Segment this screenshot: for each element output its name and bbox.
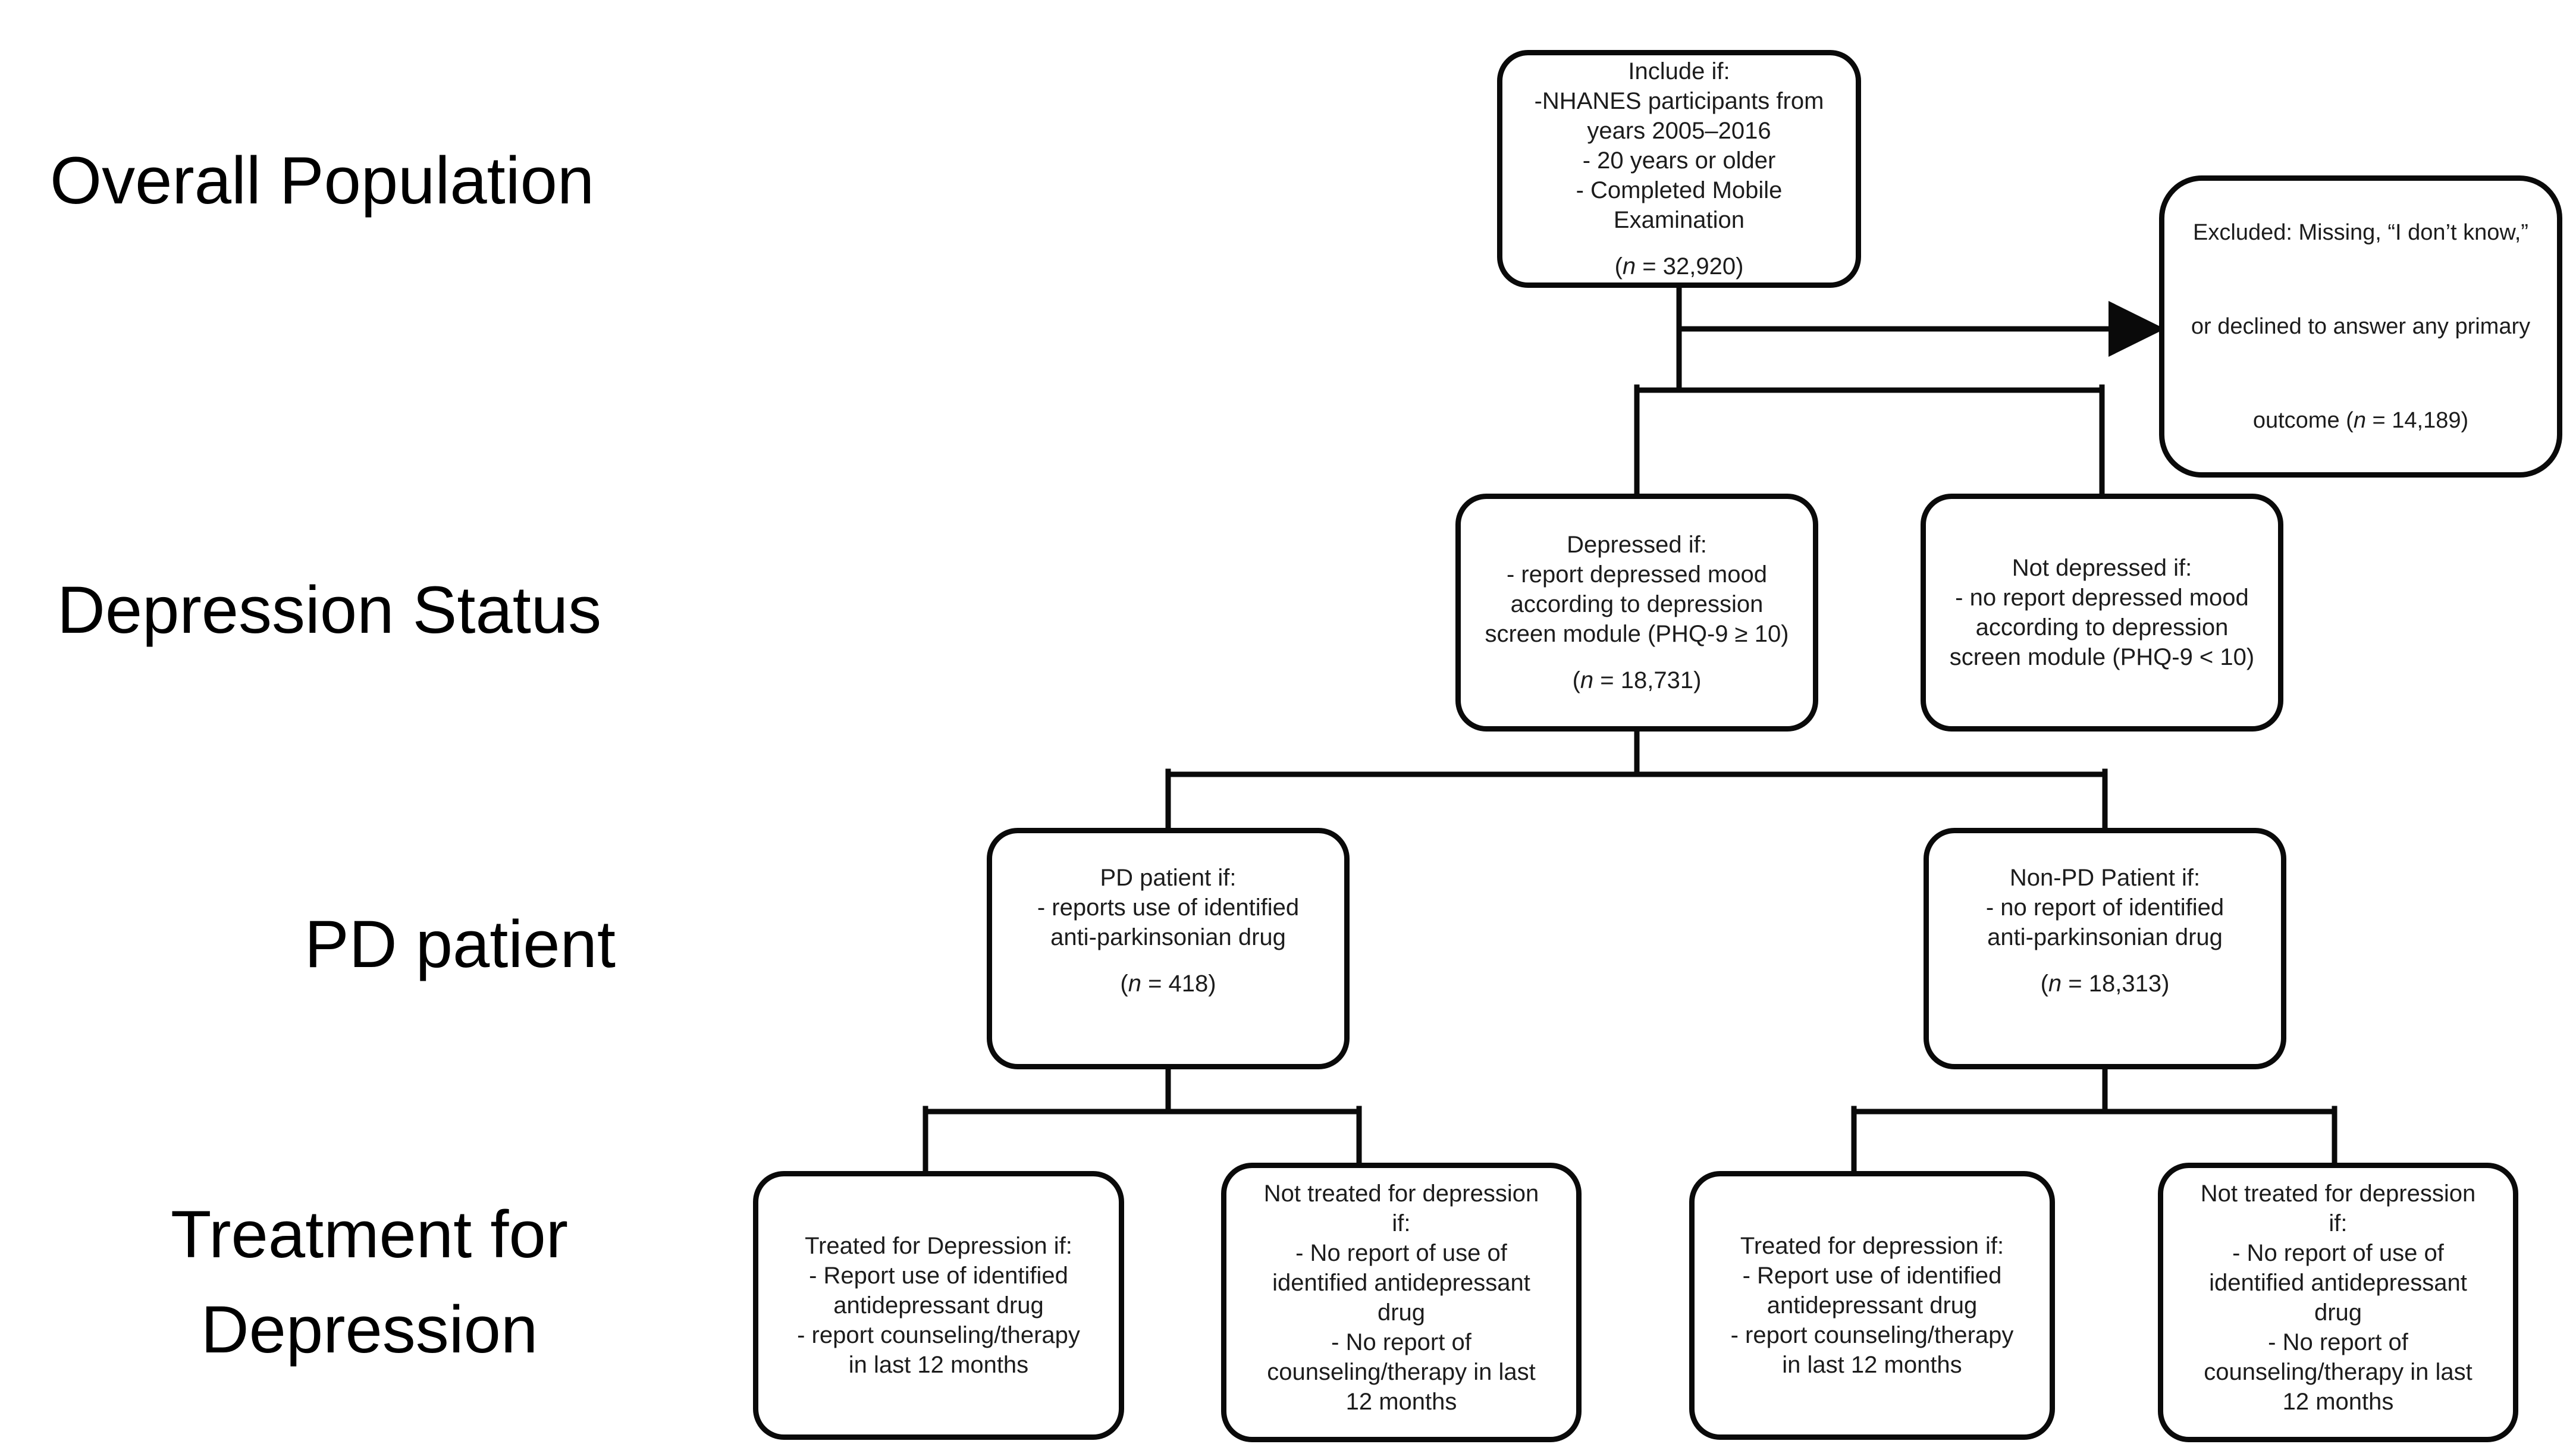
not-treated-for-depression-non-pd-text: Not treated for depression if: - No repo…: [2200, 1181, 2476, 1415]
treated-for-depression-pd-box: Treated for Depression if: - Report use …: [753, 1171, 1124, 1440]
treated-for-depression-pd-text: Treated for Depression if: - Report use …: [797, 1233, 1080, 1378]
non-pd-patient-box: Non-PD Patient if: - no report of identi…: [1924, 828, 2286, 1069]
excluded-text: Excluded: Missing, “I don’t know,” or de…: [2191, 220, 2531, 433]
treated-for-depression-non-pd-text: Treated for depression if: - Report use …: [1730, 1233, 2014, 1378]
depressed-box: Depressed if: - report depressed mood ac…: [1455, 494, 1818, 732]
excluded-box: Excluded: Missing, “I don’t know,” or de…: [2159, 175, 2562, 478]
not-depressed-box: Not depressed if: - no report depressed …: [1921, 494, 2283, 732]
include-n-count: (n = 32,920): [1614, 253, 1744, 280]
pd-patient-box: PD patient if: - reports use of identifi…: [987, 828, 1350, 1069]
pd-patient-n-count: (n = 418): [1120, 970, 1216, 997]
not-treated-for-depression-pd-box: Not treated for depression if: - No repo…: [1221, 1163, 1582, 1442]
not-treated-for-depression-pd-text: Not treated for depression if: - No repo…: [1263, 1181, 1539, 1415]
depressed-n-count: (n = 18,731): [1572, 667, 1702, 693]
include-criteria-box: Include if: -NHANES participants from ye…: [1497, 50, 1861, 288]
row-label-depression-status: Depression Status: [57, 573, 602, 647]
non-pd-patient-n-count: (n = 18,313): [2040, 970, 2170, 997]
not-depressed-text: Not depressed if: - no report depressed …: [1949, 555, 2255, 670]
not-treated-for-depression-non-pd-box: Not treated for depression if: - No repo…: [2158, 1163, 2518, 1442]
non-pd-patient-text: Non-PD Patient if: - no report of identi…: [1985, 864, 2224, 950]
include-criteria-text: Include if: -NHANES participants from ye…: [1534, 58, 1824, 233]
row-label-treatment-for-depression: Treatment for Depression: [170, 1197, 569, 1367]
depressed-text: Depressed if: - report depressed mood ac…: [1485, 532, 1789, 647]
arrowhead-to-excluded: [2109, 301, 2165, 357]
row-label-pd-patient: PD patient: [305, 907, 616, 981]
pd-patient-text: PD patient if: - reports use of identifi…: [1037, 864, 1300, 950]
treated-for-depression-non-pd-box: Treated for depression if: - Report use …: [1689, 1171, 2055, 1440]
row-label-overall-population: Overall Population: [50, 143, 595, 218]
